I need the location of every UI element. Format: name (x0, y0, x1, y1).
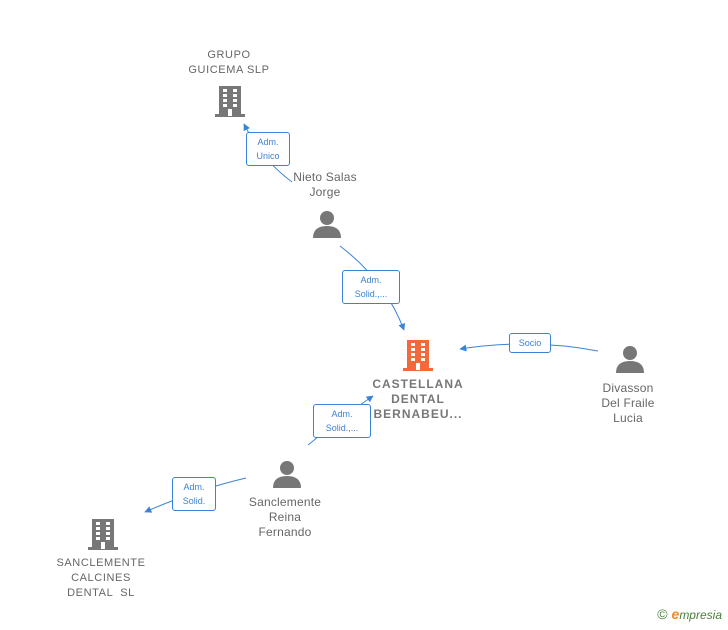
edge-label-socio[interactable]: Socio (509, 333, 551, 353)
edge-label-line: Solid.,... (354, 289, 388, 299)
edge-label-line: Adm. (257, 137, 279, 147)
edge-label-line: Adm. (331, 409, 353, 419)
node-label-line: GRUPO (207, 49, 251, 61)
node-label-line: Sanclemente (248, 495, 322, 509)
node-label-grupo-guicema[interactable]: GRUPO GUICEMA SLP (188, 48, 269, 78)
node-label-line: GUICEMA SLP (188, 64, 270, 76)
edge-label-line: Unico (256, 151, 280, 161)
node-label-line: Del Fraile (601, 396, 655, 410)
edge-label-adm-unico[interactable]: Adm. Unico (246, 132, 290, 166)
node-label-sanclemente-calcines[interactable]: SANCLEMENTE CALCINES DENTAL SL (56, 556, 145, 601)
edge-label-line: Socio (518, 338, 542, 348)
node-label-divasson[interactable]: Divasson Del Fraile Lucia (601, 381, 654, 426)
person-icon[interactable] (313, 211, 341, 238)
edge-label-adm-solid-sanclemente[interactable]: Adm. Solid.,... (313, 404, 371, 438)
node-label-line: DENTAL (391, 392, 445, 406)
edge-label-adm-solid-nieto[interactable]: Adm. Solid.,... (342, 270, 400, 304)
node-label-line: BERNABEU... (373, 407, 463, 421)
building-icon[interactable] (215, 84, 245, 118)
edge-label-line: Adm. (183, 482, 205, 492)
copyright-icon: © (657, 606, 668, 622)
node-label-line: SANCLEMENTE (56, 557, 146, 569)
node-label-line: CALCINES (71, 572, 131, 584)
node-label-line: CASTELLANA (372, 377, 464, 391)
node-label-sanclemente-reina[interactable]: Sanclemente Reina Fernando (249, 495, 321, 540)
edge-label-line: Adm. (360, 275, 382, 285)
node-label-line: Lucia (613, 411, 643, 425)
node-label-line: DENTAL SL (67, 587, 135, 599)
brand-name: empresia (671, 606, 722, 622)
node-label-line: Jorge (309, 185, 341, 199)
node-label-line: Fernando (258, 525, 312, 539)
node-label-nieto-salas[interactable]: Nieto Salas Jorge (293, 170, 357, 200)
edge-label-adm-solid-calcines[interactable]: Adm. Solid. (172, 477, 216, 511)
node-label-line: Nieto Salas (293, 170, 357, 184)
building-icon[interactable] (403, 340, 433, 371)
person-icon[interactable] (616, 346, 644, 373)
empresia-logo[interactable]: © empresia (657, 606, 722, 622)
node-label-castellana[interactable]: CASTELLANA DENTAL BERNABEU... (372, 377, 463, 422)
edge-label-line: Solid.,... (325, 423, 359, 433)
person-icon[interactable] (273, 461, 301, 488)
building-icon[interactable] (88, 519, 118, 550)
node-label-line: Reina (268, 510, 302, 524)
edge-label-line: Solid. (182, 496, 206, 506)
node-label-line: Divasson (602, 381, 654, 395)
